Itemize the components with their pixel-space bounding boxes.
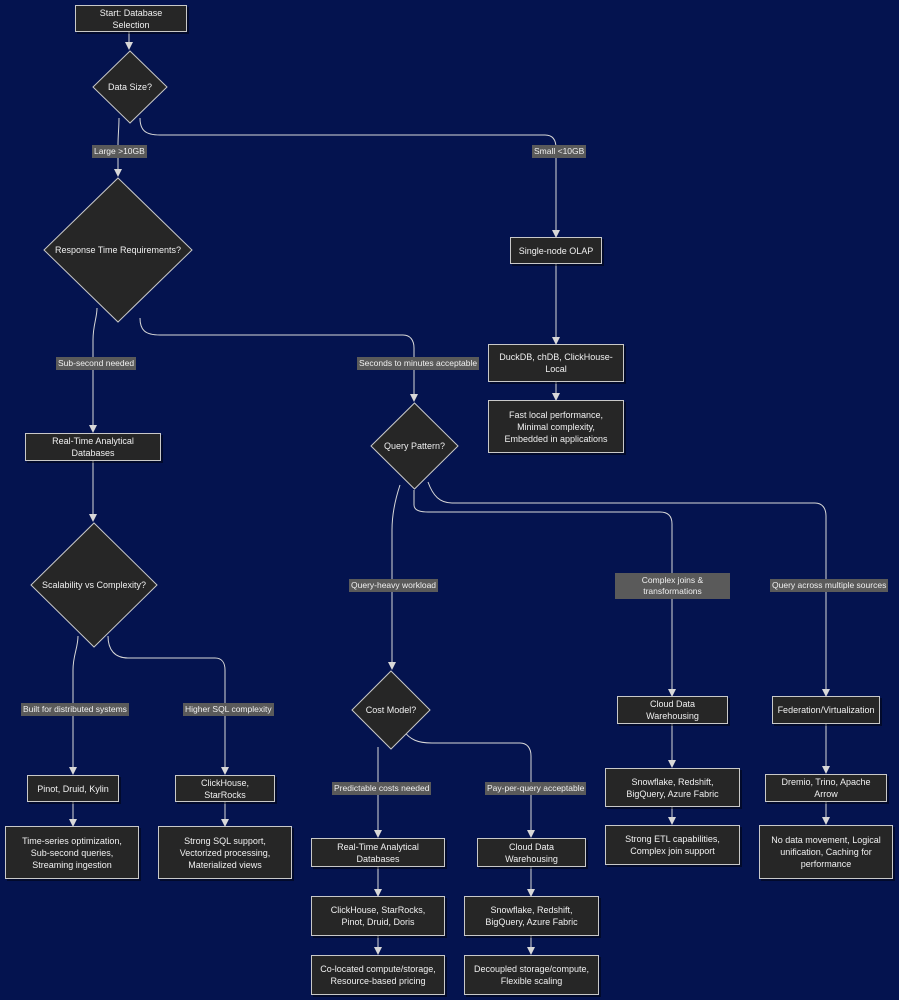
clickhouse-options-node: ClickHouse, StarRocks bbox=[175, 775, 275, 802]
node-label: Real-Time Analytical Databases bbox=[52, 436, 134, 458]
edge-scalability-sql bbox=[107, 635, 229, 775]
duckdb-options-node: DuckDB, chDB, ClickHouse-Local bbox=[488, 344, 624, 382]
response-time-decision: Response Time Requirements? bbox=[43, 177, 193, 323]
edge-label-complex-joins: Complex joins & transformations bbox=[615, 573, 730, 599]
duckdb-benefits-node: Fast local performance, Minimal complexi… bbox=[488, 400, 624, 453]
cloud-benefits-2-node: Decoupled storage/compute, Flexible scal… bbox=[464, 955, 599, 995]
start-node: Start: Database Selection bbox=[75, 5, 187, 32]
node-label: ClickHouse, StarRocks bbox=[200, 777, 249, 800]
edge-label-query-heavy: Query-heavy workload bbox=[349, 579, 439, 592]
node-label: Pinot, Druid, Kylin bbox=[37, 783, 109, 794]
node-label: Fast local performance, Minimal complexi… bbox=[504, 409, 608, 444]
node-label: Cloud Data Warehousing bbox=[646, 699, 699, 721]
cloud-benefits-node: Strong ETL capabilities, Complex join su… bbox=[605, 825, 740, 865]
edge-label-sub-second: Sub-second needed bbox=[56, 357, 137, 370]
decision-label: Query Pattern? bbox=[383, 441, 446, 451]
node-label: Single-node OLAP bbox=[518, 245, 594, 256]
edge-label-built-distributed: Built for distributed systems bbox=[21, 703, 129, 716]
cost-model-decision: Cost Model? bbox=[351, 670, 431, 750]
pinot-benefits-node: Time-series optimization, Sub-second que… bbox=[5, 826, 139, 879]
node-label: Dremio, Trino, Apache Arrow bbox=[781, 777, 871, 799]
node-label: Strong SQL support, Vectorized processin… bbox=[179, 835, 271, 870]
node-label: Co-located compute/storage, Resource-bas… bbox=[320, 964, 436, 986]
decision-label: Scalability vs Complexity? bbox=[41, 580, 147, 590]
edge-label-predictable-costs: Predictable costs needed bbox=[332, 782, 432, 795]
edge-label-large: Large >10GB bbox=[92, 145, 147, 158]
edge-datasize-small bbox=[139, 117, 560, 238]
single-node-olap-node: Single-node OLAP bbox=[510, 237, 602, 264]
cloud-options-2-node: Snowflake, Redshift, BigQuery, Azure Fab… bbox=[464, 896, 599, 936]
cloud-dw-node: Cloud Data Warehousing bbox=[617, 696, 728, 724]
federation-benefits-node: No data movement, Logical unification, C… bbox=[759, 825, 893, 879]
edge-label-higher-sql: Higher SQL complexity bbox=[183, 703, 274, 716]
node-label: Cloud Data Warehousing bbox=[505, 841, 558, 864]
edge-response-subsecond bbox=[89, 307, 98, 433]
realtime-db-node: Real-Time Analytical Databases bbox=[25, 433, 161, 461]
edge-response-seconds bbox=[139, 317, 418, 402]
node-label: Start: Database Selection bbox=[99, 7, 163, 30]
pinot-options-node: Pinot, Druid, Kylin bbox=[27, 775, 119, 802]
query-pattern-decision: Query Pattern? bbox=[370, 402, 459, 490]
federation-node: Federation/Virtualization bbox=[772, 696, 880, 724]
federation-options-node: Dremio, Trino, Apache Arrow bbox=[765, 774, 887, 802]
node-label: No data movement, Logical unification, C… bbox=[771, 835, 881, 869]
edge-label-small: Small <10GB bbox=[532, 145, 587, 158]
edge-label-seconds-minutes: Seconds to minutes acceptable bbox=[357, 357, 480, 370]
cloud-options-node: Snowflake, Redshift, BigQuery, Azure Fab… bbox=[605, 768, 740, 807]
edge-query-heavy bbox=[388, 484, 401, 670]
edge-query-complex bbox=[413, 490, 676, 697]
decision-label: Data Size? bbox=[107, 82, 153, 92]
decision-label: Response Time Requirements? bbox=[54, 245, 182, 255]
node-label: Decoupled storage/compute, Flexible scal… bbox=[473, 964, 590, 986]
node-label: Federation/Virtualization bbox=[777, 705, 875, 715]
cloud-dw-2-node: Cloud Data Warehousing bbox=[477, 838, 586, 867]
node-label: Snowflake, Redshift, BigQuery, Azure Fab… bbox=[626, 776, 719, 799]
edge-label-query-multiple: Query across multiple sources bbox=[770, 579, 889, 592]
node-label: Strong ETL capabilities, Complex join su… bbox=[625, 834, 720, 856]
edge-datasize-large bbox=[114, 117, 122, 177]
data-size-decision: Data Size? bbox=[92, 50, 168, 124]
edge-label-pay-per-query: Pay-per-query acceptable bbox=[485, 782, 587, 795]
decision-label: Cost Model? bbox=[365, 705, 417, 715]
node-label: ClickHouse, StarRocks, Pinot, Druid, Dor… bbox=[330, 905, 426, 927]
edge-cost-payperquery bbox=[402, 729, 535, 838]
edge-scalability-distributed bbox=[69, 635, 79, 775]
node-label: Time-series optimization, Sub-second que… bbox=[22, 835, 122, 870]
realtime-db-2-node: Real-Time Analytical Databases bbox=[311, 838, 445, 867]
scalability-decision: Scalability vs Complexity? bbox=[30, 522, 158, 648]
clickhouse-benefits-node: Strong SQL support, Vectorized processin… bbox=[158, 826, 292, 879]
realtime-options-2-node: ClickHouse, StarRocks, Pinot, Druid, Dor… bbox=[311, 896, 445, 936]
node-label: Real-Time Analytical Databases bbox=[337, 841, 419, 864]
realtime-benefits-2-node: Co-located compute/storage, Resource-bas… bbox=[311, 955, 445, 995]
node-label: DuckDB, chDB, ClickHouse-Local bbox=[499, 352, 613, 374]
edge-query-multiple bbox=[427, 481, 830, 697]
node-label: Snowflake, Redshift, BigQuery, Azure Fab… bbox=[485, 905, 578, 927]
